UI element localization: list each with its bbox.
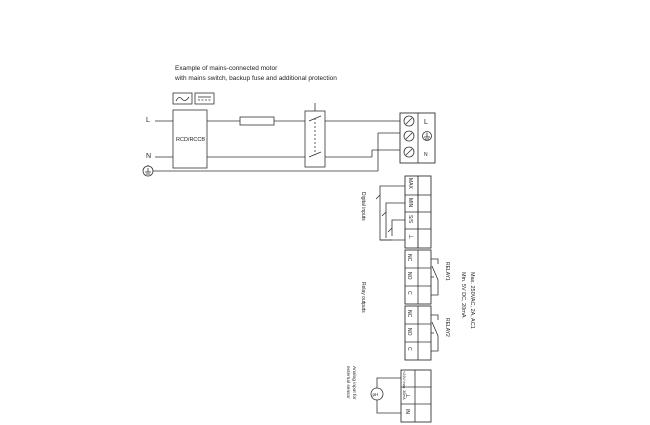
dc-pulse-icon	[194, 92, 215, 105]
digital-inputs-block: MAX MIN S/S ⊥	[375, 175, 432, 249]
relay1-block: NC NO C	[404, 249, 439, 305]
relay1-no: NO	[406, 272, 412, 280]
relay-rating-max: Max. 250VAC, 2A, AC1	[469, 272, 475, 329]
relay-rating-min: Min. 5V DC, 20mA	[460, 272, 466, 318]
ac-sine-icon	[172, 92, 193, 105]
caption-line-1: Example of mains-connected motor	[175, 65, 278, 72]
analog-input-in: IN	[404, 409, 410, 414]
rcd-label: RCD/RCCB	[176, 137, 205, 143]
analog-input-block: +24V/ max. 30mA ⊥ IN pH	[370, 369, 432, 423]
digital-input-ss: S/S	[407, 215, 413, 224]
live-line-label: L	[146, 117, 150, 124]
analog-input-title-1: Analog input for	[351, 366, 357, 400]
digital-inputs-title: Digital inputs	[360, 192, 366, 221]
digital-input-max: MAX	[407, 178, 413, 190]
analog-input-ground: ⊥	[404, 393, 411, 398]
fuse-icon	[239, 116, 275, 126]
digital-input-ground: ⊥	[407, 234, 414, 239]
earth-terminal-icon	[422, 131, 432, 141]
mains-terminal-n: N	[424, 152, 428, 158]
mains-switch	[304, 103, 326, 168]
digital-input-min: MIN	[407, 198, 413, 208]
earth-ground-icon	[142, 165, 154, 177]
pressure-sensor-icon	[370, 387, 384, 401]
relay2-name: RELAY2	[444, 318, 450, 337]
neutral-line-label: N	[146, 153, 151, 160]
rcd-box	[172, 109, 208, 169]
relay2-c: C	[406, 347, 412, 351]
relay2-block: NC NO C	[404, 305, 439, 361]
analog-input-supply: +24V/ max. 30mA	[402, 371, 406, 400]
analog-input-title-2: external sensor	[345, 366, 351, 399]
relay2-nc: NC	[406, 310, 412, 318]
relay2-no: NO	[406, 328, 412, 336]
mains-terminal-block: L N	[399, 112, 436, 164]
relay1-nc: NC	[406, 254, 412, 262]
relay1-name: RELAY1	[444, 262, 450, 281]
caption-line-2: with mains switch, backup fuse and addit…	[174, 75, 337, 82]
svg-text:pH: pH	[373, 392, 379, 397]
relay-outputs-title: Relay outputs	[360, 282, 366, 313]
mains-terminal-l: L	[424, 119, 428, 126]
relay1-c: C	[406, 291, 412, 295]
